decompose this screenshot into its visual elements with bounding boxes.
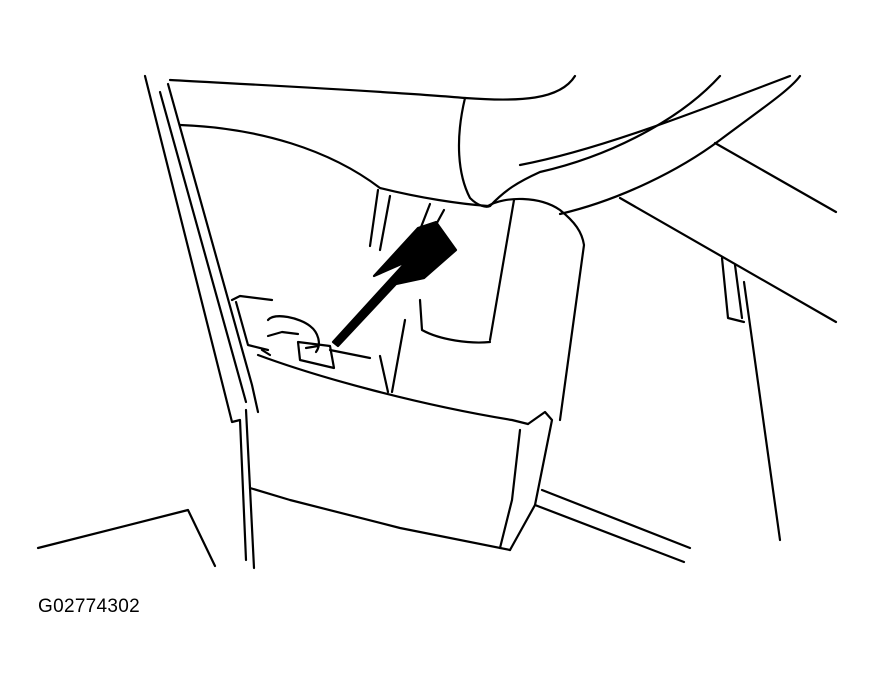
front-tray [244, 348, 554, 570]
connector [230, 294, 372, 370]
housing-box [368, 188, 586, 422]
callout-arrow [331, 220, 458, 348]
upper-panel [168, 74, 802, 216]
floor-right-lines [533, 488, 692, 564]
left-pillar [143, 74, 260, 562]
figure-id-label: G02774302 [38, 596, 141, 617]
right-structure [618, 141, 838, 542]
floor-lines [36, 508, 217, 568]
